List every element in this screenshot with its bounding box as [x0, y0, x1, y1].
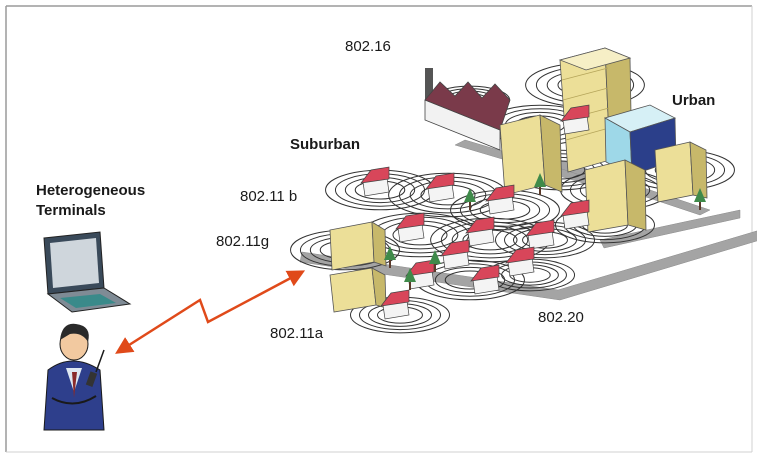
- tree: [464, 188, 476, 210]
- house: [560, 199, 590, 230]
- tree: [384, 246, 396, 268]
- house: [465, 216, 495, 247]
- standard-802-16-label: 802.16: [345, 38, 391, 55]
- urban-label: Urban: [672, 92, 716, 109]
- trees: [384, 173, 706, 290]
- house: [525, 219, 555, 250]
- house: [395, 212, 425, 243]
- house: [440, 239, 470, 270]
- tree: [534, 173, 546, 195]
- factory: [424, 68, 511, 151]
- suburban-label: Suburban: [290, 136, 360, 153]
- standard-802-20-label: 802.20: [538, 309, 584, 326]
- house: [485, 184, 515, 215]
- laptop-icon: [43, 231, 132, 313]
- frame: [5, 5, 753, 453]
- terminals-label: Terminals: [36, 202, 106, 219]
- house: [560, 104, 590, 135]
- tree: [429, 250, 441, 272]
- house: [405, 259, 435, 290]
- house: [425, 172, 455, 203]
- house: [470, 264, 500, 295]
- zigzag-arrow-icon: [115, 270, 306, 354]
- standard-802-11g-label: 802.11g: [216, 233, 270, 250]
- person-with-phone-icon: [43, 323, 105, 431]
- urban-buildings: [329, 47, 708, 313]
- suburban-houses: [360, 104, 590, 320]
- house: [505, 246, 535, 277]
- heterogeneous-label: Heterogeneous: [36, 182, 146, 199]
- tree: [404, 268, 416, 290]
- standard-802-11b-label: 802.11 b: [240, 188, 298, 205]
- tree: [694, 188, 706, 210]
- house: [360, 166, 390, 197]
- standard-802-11a-label: 802.11a: [270, 325, 324, 342]
